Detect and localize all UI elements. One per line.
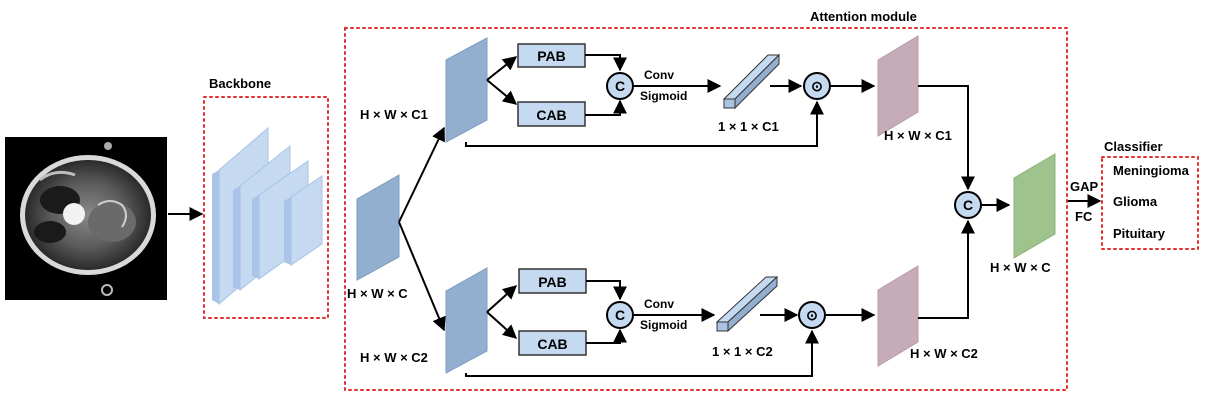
top-multiply-symbol: ⊙	[811, 78, 823, 94]
bottom-to-pab-arrow	[486, 285, 518, 313]
bottom-multiply-op: ⊙	[798, 301, 826, 329]
bottom-branch: H × W × C2 PAB CAB C Conv Sigmoid 1 × 1 …	[360, 219, 978, 377]
bottom-cab-label: CAB	[537, 336, 567, 352]
classifier-frame	[1101, 156, 1199, 250]
class-label-meningioma: Meningioma	[1113, 163, 1190, 178]
top-weight-vector	[722, 53, 781, 110]
fused-feature-map	[1013, 153, 1056, 259]
bottom-weight-vector	[715, 275, 779, 333]
attention-module-title: Attention module	[810, 9, 917, 24]
top-pab-to-concat-arrow	[585, 54, 627, 72]
bottom-sigmoid-label: Sigmoid	[640, 318, 687, 332]
top-multiply-op: ⊙	[803, 72, 831, 100]
top-to-final-concat-arrow	[918, 85, 975, 191]
bottom-weight-label: 1 × 1 × C2	[712, 344, 773, 359]
input-feature-label: H × W × C	[347, 286, 408, 301]
top-cab-box: CAB	[517, 101, 586, 127]
bottom-pab-to-concat-arrow	[586, 280, 627, 301]
class-label-glioma: Glioma	[1113, 194, 1158, 209]
top-cab-label: CAB	[536, 107, 566, 123]
bottom-pab-box: PAB	[518, 268, 587, 294]
top-output-label: H × W × C1	[884, 128, 952, 143]
brain-mri-image	[5, 137, 167, 300]
bottom-pab-label: PAB	[538, 274, 567, 290]
bottom-cab-box: CAB	[518, 330, 587, 356]
backbone-layer-stack	[212, 126, 323, 306]
final-concat-op: C	[954, 191, 982, 219]
top-to-pab-arrow	[486, 56, 518, 81]
top-skip-connection	[465, 100, 824, 147]
top-sigmoid-label: Sigmoid	[640, 89, 687, 103]
bottom-skip-connection	[465, 329, 819, 377]
top-conv-label: Conv	[644, 68, 674, 82]
final-concat-symbol: C	[963, 197, 973, 213]
top-to-cab-arrow	[486, 79, 518, 105]
bottom-output-map	[877, 265, 919, 367]
backbone-layer-4	[284, 175, 323, 266]
gap-label: GAP	[1070, 179, 1099, 194]
bottom-cab-to-concat-arrow	[586, 328, 627, 344]
bottom-feature-label: H × W × C2	[360, 350, 428, 365]
classifier-title: Classifier	[1104, 139, 1163, 154]
top-output-map	[877, 35, 919, 137]
fc-label: FC	[1075, 209, 1093, 224]
split-arrow-top	[398, 126, 445, 223]
bottom-conv-label: Conv	[644, 297, 674, 311]
bottom-concat-op: C	[606, 301, 634, 329]
bottom-to-cab-arrow	[486, 311, 518, 339]
bottom-multiply-symbol: ⊙	[806, 307, 818, 323]
bottom-output-label: H × W × C2	[910, 346, 978, 361]
bottom-concat-symbol: C	[615, 307, 625, 323]
top-feature-map	[445, 37, 488, 143]
top-pab-label: PAB	[537, 48, 566, 64]
top-concat-op: C	[606, 72, 634, 100]
backbone-title: Backbone	[209, 76, 271, 91]
top-feature-label: H × W × C1	[360, 107, 428, 122]
attention-module-frame	[344, 27, 1068, 391]
backbone-frame	[203, 96, 329, 319]
bottom-feature-map	[445, 267, 488, 374]
top-branch: H × W × C1 PAB CAB C Conv Sigmoid 1 × 1 …	[360, 35, 975, 191]
input-feature-map	[356, 174, 400, 281]
top-cab-to-concat-arrow	[585, 99, 627, 116]
top-pab-box: PAB	[517, 43, 586, 68]
top-concat-symbol: C	[615, 78, 625, 94]
fused-feature-label: H × W × C	[990, 260, 1051, 275]
bottom-to-final-concat-arrow	[918, 219, 975, 319]
top-weight-label: 1 × 1 × C1	[718, 119, 779, 134]
class-label-pituitary: Pituitary	[1113, 226, 1166, 241]
split-arrow-bottom	[398, 221, 446, 332]
